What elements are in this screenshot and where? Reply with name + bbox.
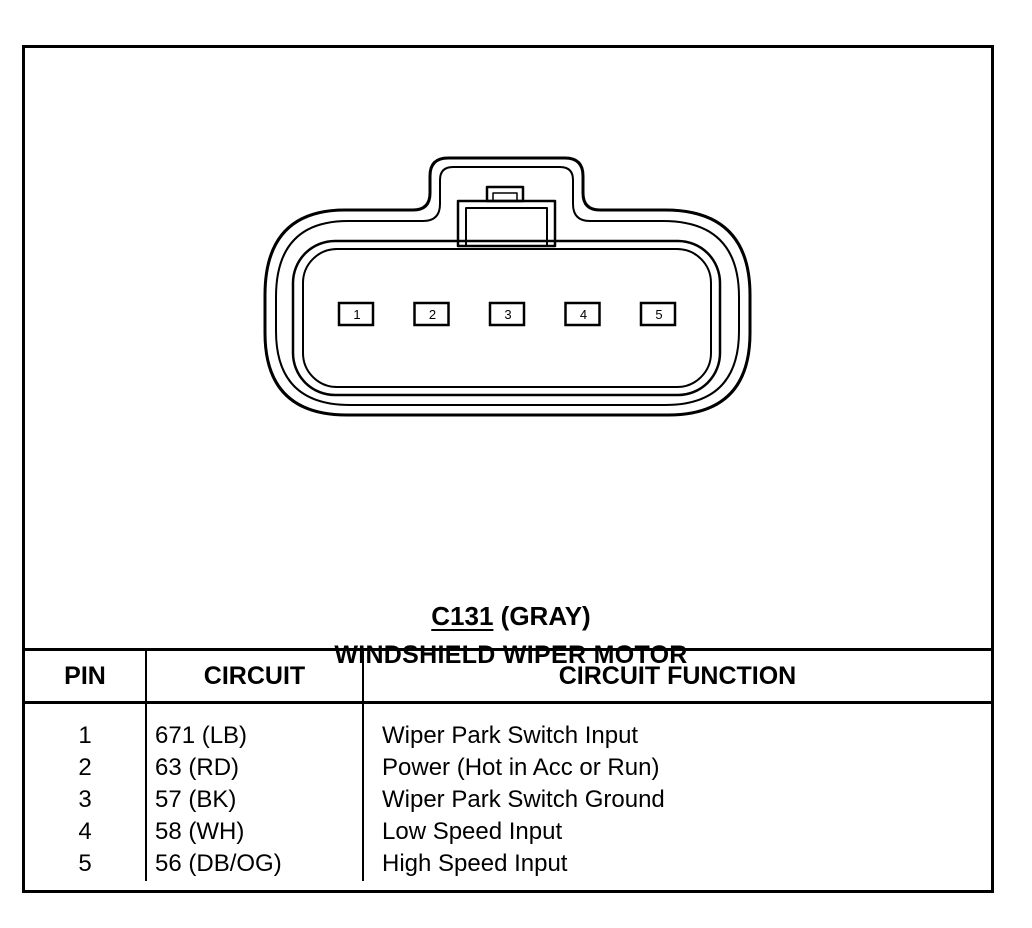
table-cell-function: Wiper Park Switch Ground xyxy=(382,786,665,813)
table-body-row: 1 2 3 4 5 671 (LB) 63 (RD) 57 (BK) 58 (W… xyxy=(25,702,991,882)
terminal-label: 5 xyxy=(655,307,662,322)
terminal-cavity xyxy=(639,301,677,327)
connector-housing-outline xyxy=(263,156,752,417)
header-circuit: CIRCUIT xyxy=(145,648,363,704)
table-cell-function: High Speed Input xyxy=(382,850,568,877)
terminal-label: 3 xyxy=(504,307,511,322)
table-cell-pin: 5 xyxy=(78,850,92,877)
terminal-cavity-inner xyxy=(302,248,712,388)
table-cell-pin: 4 xyxy=(78,818,92,845)
table-header-row: PIN CIRCUIT CIRCUIT FUNCTION xyxy=(25,648,991,704)
table-cell-pin: 1 xyxy=(78,722,92,749)
function-column: Wiper Park Switch Input Power (Hot in Ac… xyxy=(362,702,991,881)
connector-color-label: (GRAY) xyxy=(500,601,591,631)
connector-id: C131 xyxy=(431,601,494,631)
circuit-column: 671 (LB) 63 (RD) 57 (BK) 58 (WH) 56 (DB/… xyxy=(145,702,363,881)
connector-id-line: C131 (GRAY) xyxy=(25,600,997,632)
connector-face-drawing: 1 2 3 4 5 xyxy=(263,156,752,417)
header-pin: PIN xyxy=(25,648,146,704)
header-circuit-function: CIRCUIT FUNCTION xyxy=(362,648,991,704)
terminal-cavity-outer xyxy=(291,239,722,397)
terminal-cavity xyxy=(488,301,526,327)
pin-table: PIN CIRCUIT CIRCUIT FUNCTION 1 2 3 4 5 6… xyxy=(25,648,991,881)
connector-latch-tab-inner xyxy=(492,192,518,202)
terminal-label: 2 xyxy=(429,307,436,322)
table-cell-circuit: 63 (RD) xyxy=(155,754,240,781)
table-cell-circuit: 57 (BK) xyxy=(155,786,237,813)
terminal-cavity xyxy=(337,301,375,327)
pin-column: 1 2 3 4 5 xyxy=(25,703,146,882)
table-cell-function: Low Speed Input xyxy=(382,818,563,845)
terminal-cavity xyxy=(564,301,601,327)
table-cell-pin: 2 xyxy=(78,754,92,781)
terminal-label: 4 xyxy=(580,307,587,322)
table-cell-pin: 3 xyxy=(78,786,92,813)
terminal-cavity xyxy=(413,301,450,327)
table-cell-function: Power (Hot in Acc or Run) xyxy=(382,754,660,781)
table-cell-circuit: 56 (DB/OG) xyxy=(155,850,282,877)
table-cell-circuit: 671 (LB) xyxy=(155,722,248,749)
terminal-label: 1 xyxy=(353,307,360,322)
connector-latch-inner xyxy=(465,207,548,247)
table-cell-function: Wiper Park Switch Input xyxy=(382,722,639,749)
connector-housing-inner-outline xyxy=(275,166,740,406)
table-cell-circuit: 58 (WH) xyxy=(155,818,245,845)
